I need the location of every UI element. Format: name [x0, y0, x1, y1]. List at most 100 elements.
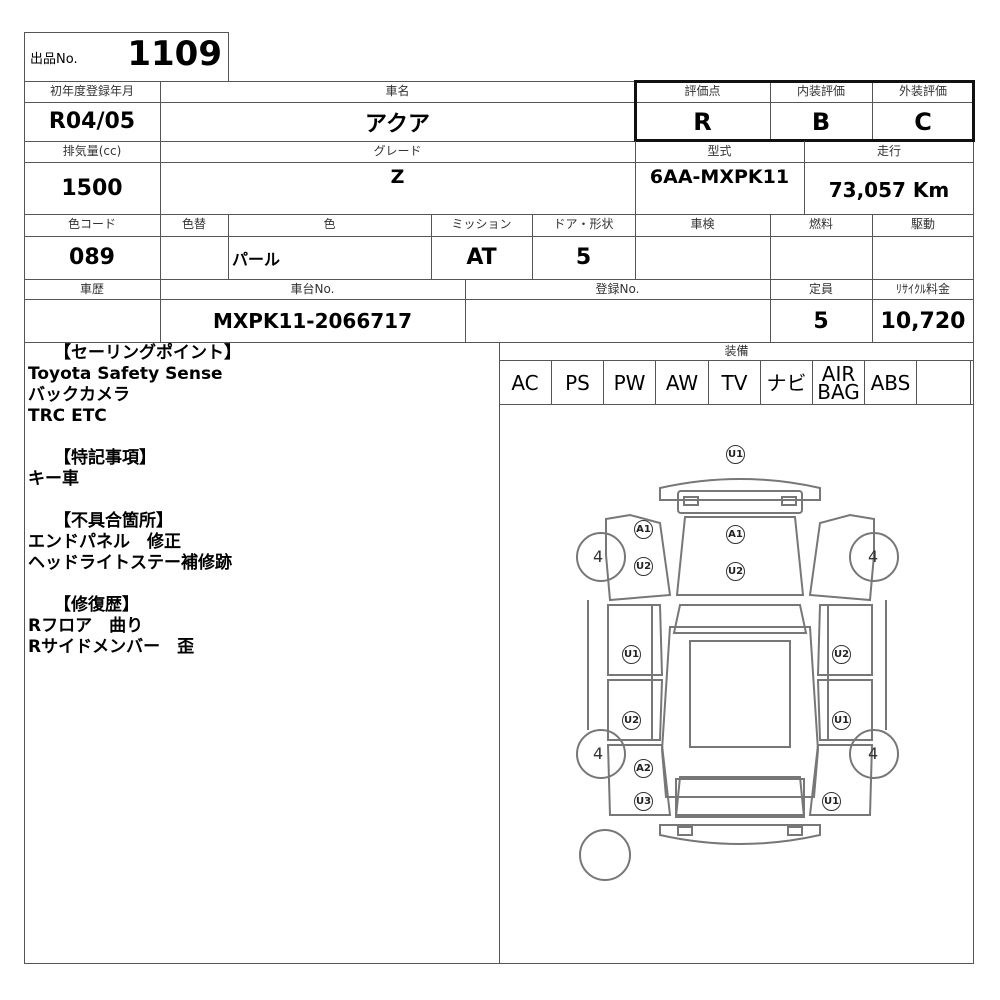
car-name-value: アクア	[365, 111, 430, 137]
damage-mark: U2	[634, 557, 653, 576]
color-label: 色	[323, 217, 336, 231]
registration-number-label: 登録No.	[595, 282, 640, 296]
damage-mark: U1	[832, 711, 851, 730]
rear-right-door	[816, 679, 873, 741]
equipment-tv: TV	[709, 361, 761, 404]
special-notes-heading: 【特記事項】	[54, 448, 156, 468]
damage-mark: A1	[634, 520, 653, 539]
displacement-label: 排気量(cc)	[62, 144, 122, 158]
front-left-door	[607, 604, 664, 676]
roof	[689, 640, 791, 748]
transmission-value: AT	[466, 245, 497, 270]
history-label: 車歴	[79, 282, 104, 296]
capacity-value: 5	[813, 308, 829, 334]
front-bumper	[659, 478, 821, 501]
equipment-navi: ナビ	[761, 361, 813, 404]
damage-mark: U3	[634, 792, 653, 811]
car-damage-diagram	[576, 478, 899, 881]
hood	[675, 516, 805, 596]
damage-mark: U1	[822, 792, 841, 811]
car-name-label: 車名	[385, 84, 410, 98]
fuel-label: 燃料	[808, 217, 833, 231]
lot-number-value: 1109	[127, 34, 222, 74]
cabin-outline	[660, 626, 820, 798]
doors-label: ドア・形状	[553, 217, 614, 231]
first-registration-value: R04/05	[48, 109, 136, 134]
rear-left-fender	[606, 744, 672, 816]
doors-value: 5	[575, 245, 592, 270]
chassis-number-value: MXPK11-2066717	[212, 309, 413, 333]
repair-history-heading: 【修復歴】	[54, 595, 139, 615]
drive-value	[872, 236, 974, 279]
tailgate	[675, 778, 805, 816]
grade-value: Z	[390, 166, 405, 188]
selling-points-heading: 【セーリングポイント】	[54, 343, 241, 363]
color-value: パール	[232, 249, 281, 269]
displacement-value: 1500	[61, 175, 123, 201]
equipment-label: 装備	[724, 344, 749, 358]
selling-point: Toyota Safety Sense	[28, 364, 223, 384]
selling-point: バックカメラ	[28, 385, 130, 405]
score-label: 評価点	[684, 84, 721, 98]
special-note: キー車	[28, 469, 79, 489]
color-change-label: 色替	[181, 217, 206, 231]
front-left-tire	[576, 532, 626, 582]
registration-number-value	[465, 299, 770, 343]
damage-mark: U2	[726, 562, 745, 581]
model-code-label: 型式	[707, 144, 732, 158]
front-right-door	[816, 604, 873, 676]
equipment-empty	[917, 361, 971, 404]
mileage-value: 73,057 Km	[828, 178, 950, 202]
color-code-label: 色コード	[67, 217, 116, 231]
defect-item: エンドパネル 修正	[28, 532, 181, 552]
history-value	[24, 299, 160, 343]
rear-left-tire	[576, 729, 626, 779]
damage-mark: U2	[622, 711, 641, 730]
rear-right-tire	[849, 729, 899, 779]
damage-mark: A1	[726, 525, 745, 544]
front-grille	[677, 490, 803, 514]
transmission-label: ミッション	[451, 217, 512, 231]
interior-score-value: B	[811, 107, 831, 136]
defects-heading: 【不具合箇所】	[54, 511, 173, 531]
chassis-number-label: 車台No.	[290, 282, 335, 296]
rear-right-tire-value: 4	[868, 744, 879, 763]
drive-label: 駆動	[910, 217, 935, 231]
equipment-pw: PW	[604, 361, 656, 404]
fuel-value	[770, 236, 872, 279]
interior-score-label: 内装評価	[796, 84, 845, 98]
windshield	[672, 604, 808, 634]
equipment-aw: AW	[656, 361, 709, 404]
recycle-fee-value: 10,720	[880, 308, 966, 334]
color-change-value	[160, 236, 228, 279]
capacity-label: 定員	[808, 282, 833, 296]
damage-mark: U1	[726, 445, 745, 464]
rear-left-door	[607, 679, 664, 741]
equipment-abs: ABS	[865, 361, 917, 404]
repair-item: Rサイドメンバー 歪	[28, 637, 195, 657]
first-registration-label: 初年度登録年月	[49, 84, 134, 98]
rear-right-fender	[808, 744, 874, 816]
equipment-ps: PS	[552, 361, 604, 404]
rear-left-tire-value: 4	[593, 744, 604, 763]
rear-hatch	[674, 776, 806, 818]
selling-point: TRC ETC	[28, 406, 107, 426]
damage-mark: U1	[622, 645, 641, 664]
equipment-airbag: AIR BAG	[813, 361, 865, 404]
recycle-fee-label: ﾘｻｲｸﾙ料金	[895, 282, 950, 296]
front-left-tire-value: 4	[593, 547, 604, 566]
damage-mark: U2	[832, 645, 851, 664]
inspection-value	[635, 236, 770, 279]
front-left-fender	[605, 513, 672, 602]
lot-number-label: 出品No.	[30, 52, 78, 67]
exterior-score-label: 外装評価	[898, 84, 947, 98]
color-code-value: 089	[69, 245, 115, 270]
mileage-label: 走行	[876, 144, 901, 158]
spare-tire	[579, 829, 631, 881]
rear-bumper	[659, 824, 821, 845]
score-value: R	[693, 107, 712, 136]
exterior-score-value: C	[914, 107, 932, 136]
defect-item: ヘッドライトステー補修跡	[28, 553, 232, 573]
repair-item: Rフロア 曲り	[28, 616, 144, 636]
front-right-tire	[849, 532, 899, 582]
